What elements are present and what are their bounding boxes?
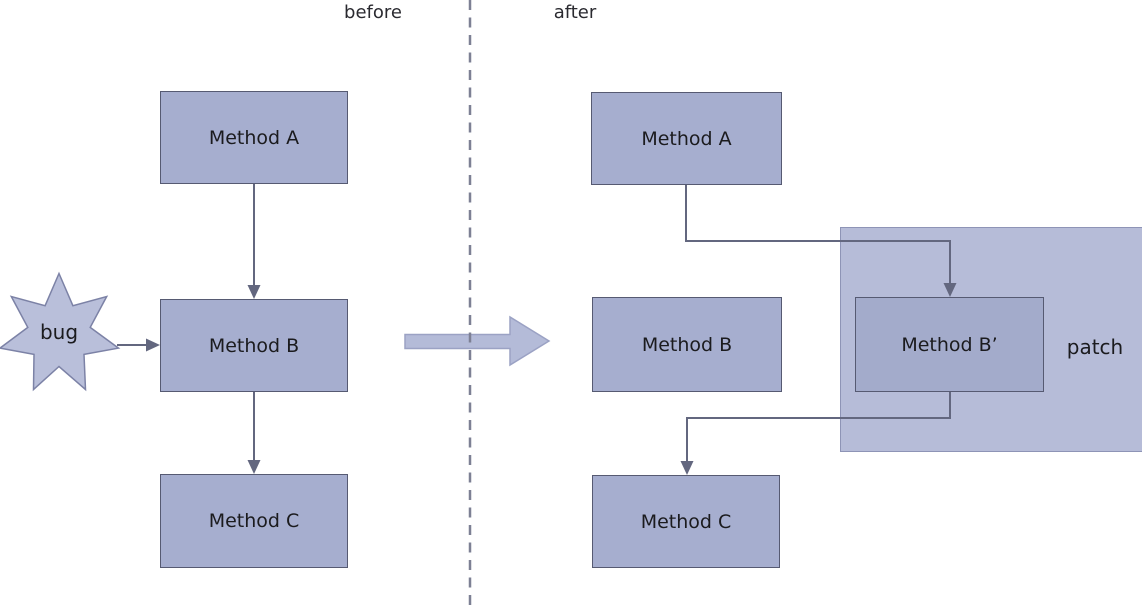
after-method-c-box: Method C	[592, 475, 780, 568]
before-method-c-box: Method C	[160, 474, 348, 568]
before-method-a-box: Method A	[160, 91, 348, 184]
bug-label: bug	[39, 320, 79, 344]
after-column-label: after	[553, 2, 597, 23]
patch-label: patch	[1066, 335, 1124, 359]
after-method-b-prime-box: Method B’	[855, 297, 1044, 392]
after-method-a-box: Method A	[591, 92, 782, 185]
after-method-b-box: Method B	[592, 297, 782, 392]
before-column-label: before	[344, 2, 402, 23]
before-method-b-box: Method B	[160, 299, 348, 392]
